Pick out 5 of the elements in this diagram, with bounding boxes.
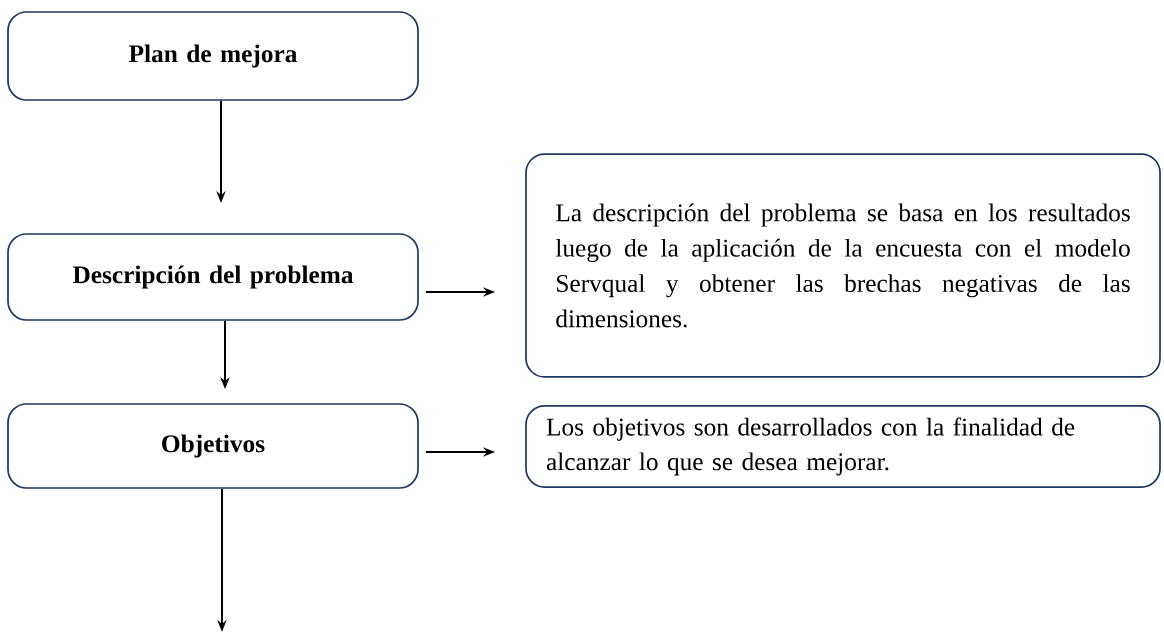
process-box: Plan de mejora bbox=[7, 11, 419, 101]
description-box: La descripción del problema se basa en los resultados luego de la aplicación de la encuesta con el modelo Servqual y obtener las brechas negativas de las dimensiones. bbox=[525, 153, 1161, 378]
description-box: Los objetivos son desarrollados con la finalidad de alcanzar lo que se desea mejorar. bbox=[525, 405, 1161, 488]
process-box: Objetivos bbox=[7, 403, 419, 489]
process-box: Descripción del problema bbox=[7, 233, 419, 321]
